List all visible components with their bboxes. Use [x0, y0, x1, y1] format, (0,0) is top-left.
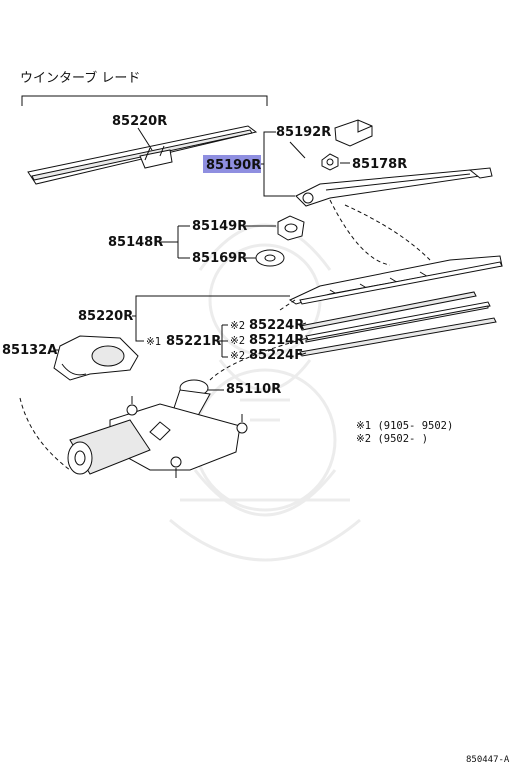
highlight-85190R	[203, 155, 261, 173]
title-bracket	[21, 95, 268, 106]
mark-m2c: ※2	[230, 350, 245, 362]
blade-refill-upper	[299, 291, 477, 331]
blade-rubber-middle	[305, 301, 491, 343]
mark-m2a: ※2	[230, 320, 245, 332]
label-85149R[interactable]: 85149R	[192, 219, 247, 234]
leader-85220R-top	[137, 127, 153, 151]
dash-arm-pivot	[329, 199, 391, 266]
label-85190R[interactable]: 85190R	[206, 158, 261, 173]
dash-blade-end	[279, 299, 296, 311]
nut-85178R	[321, 153, 339, 171]
leader-85221R-link	[135, 316, 144, 342]
label-85220R-top[interactable]: 85220R	[112, 114, 167, 129]
label-85132A[interactable]: 85132A	[2, 343, 57, 358]
label-85214R[interactable]: 85214R	[249, 333, 304, 348]
label-85192R[interactable]: 85192R	[276, 125, 331, 140]
winter-blade-top	[27, 125, 258, 185]
dash-motor-outline-left	[19, 397, 71, 471]
diagram-code: 850447-A	[466, 755, 510, 765]
wiper-motor-85110R	[67, 379, 248, 478]
note-1: ※1 (9105- 9502)	[356, 420, 453, 432]
label-85169R[interactable]: 85169R	[192, 251, 247, 266]
wiper-arm	[295, 167, 493, 207]
wiper-blade-assembly	[288, 255, 503, 305]
leader-85214R	[299, 337, 309, 341]
watermark-emblem	[169, 223, 361, 562]
label-85221R[interactable]: 85221R	[166, 334, 221, 349]
label-85224R[interactable]: 85224R	[249, 318, 304, 333]
leader-85220R-mid	[132, 295, 290, 317]
leader-85224R	[299, 322, 307, 326]
dash-arm-to-blade	[344, 204, 431, 261]
label-85224F[interactable]: 85224F	[249, 348, 303, 363]
mark-m2b: ※2	[230, 335, 245, 347]
note-2: ※2 (9502- )	[356, 433, 428, 445]
label-85178R[interactable]: 85178R	[352, 157, 407, 172]
bracket-85192R-85190R	[263, 131, 295, 197]
washer-85169R	[255, 249, 285, 267]
label-85220R-mid[interactable]: 85220R	[78, 309, 133, 324]
cap-85192R	[334, 119, 373, 147]
diagram-title: ウインターブ レード	[20, 70, 140, 86]
label-85110R[interactable]: 85110R	[226, 382, 281, 397]
bracket-85221R	[218, 324, 228, 358]
mark-m1: ※1	[146, 336, 161, 348]
cover-85132A	[53, 335, 139, 381]
label-85148R[interactable]: 85148R	[108, 235, 163, 250]
leader-85192R	[289, 141, 306, 159]
bushing-85149R	[277, 215, 305, 241]
bracket-85148R	[160, 225, 190, 259]
leader-85224F	[299, 352, 307, 356]
dash-motor-outline-top	[209, 339, 301, 381]
